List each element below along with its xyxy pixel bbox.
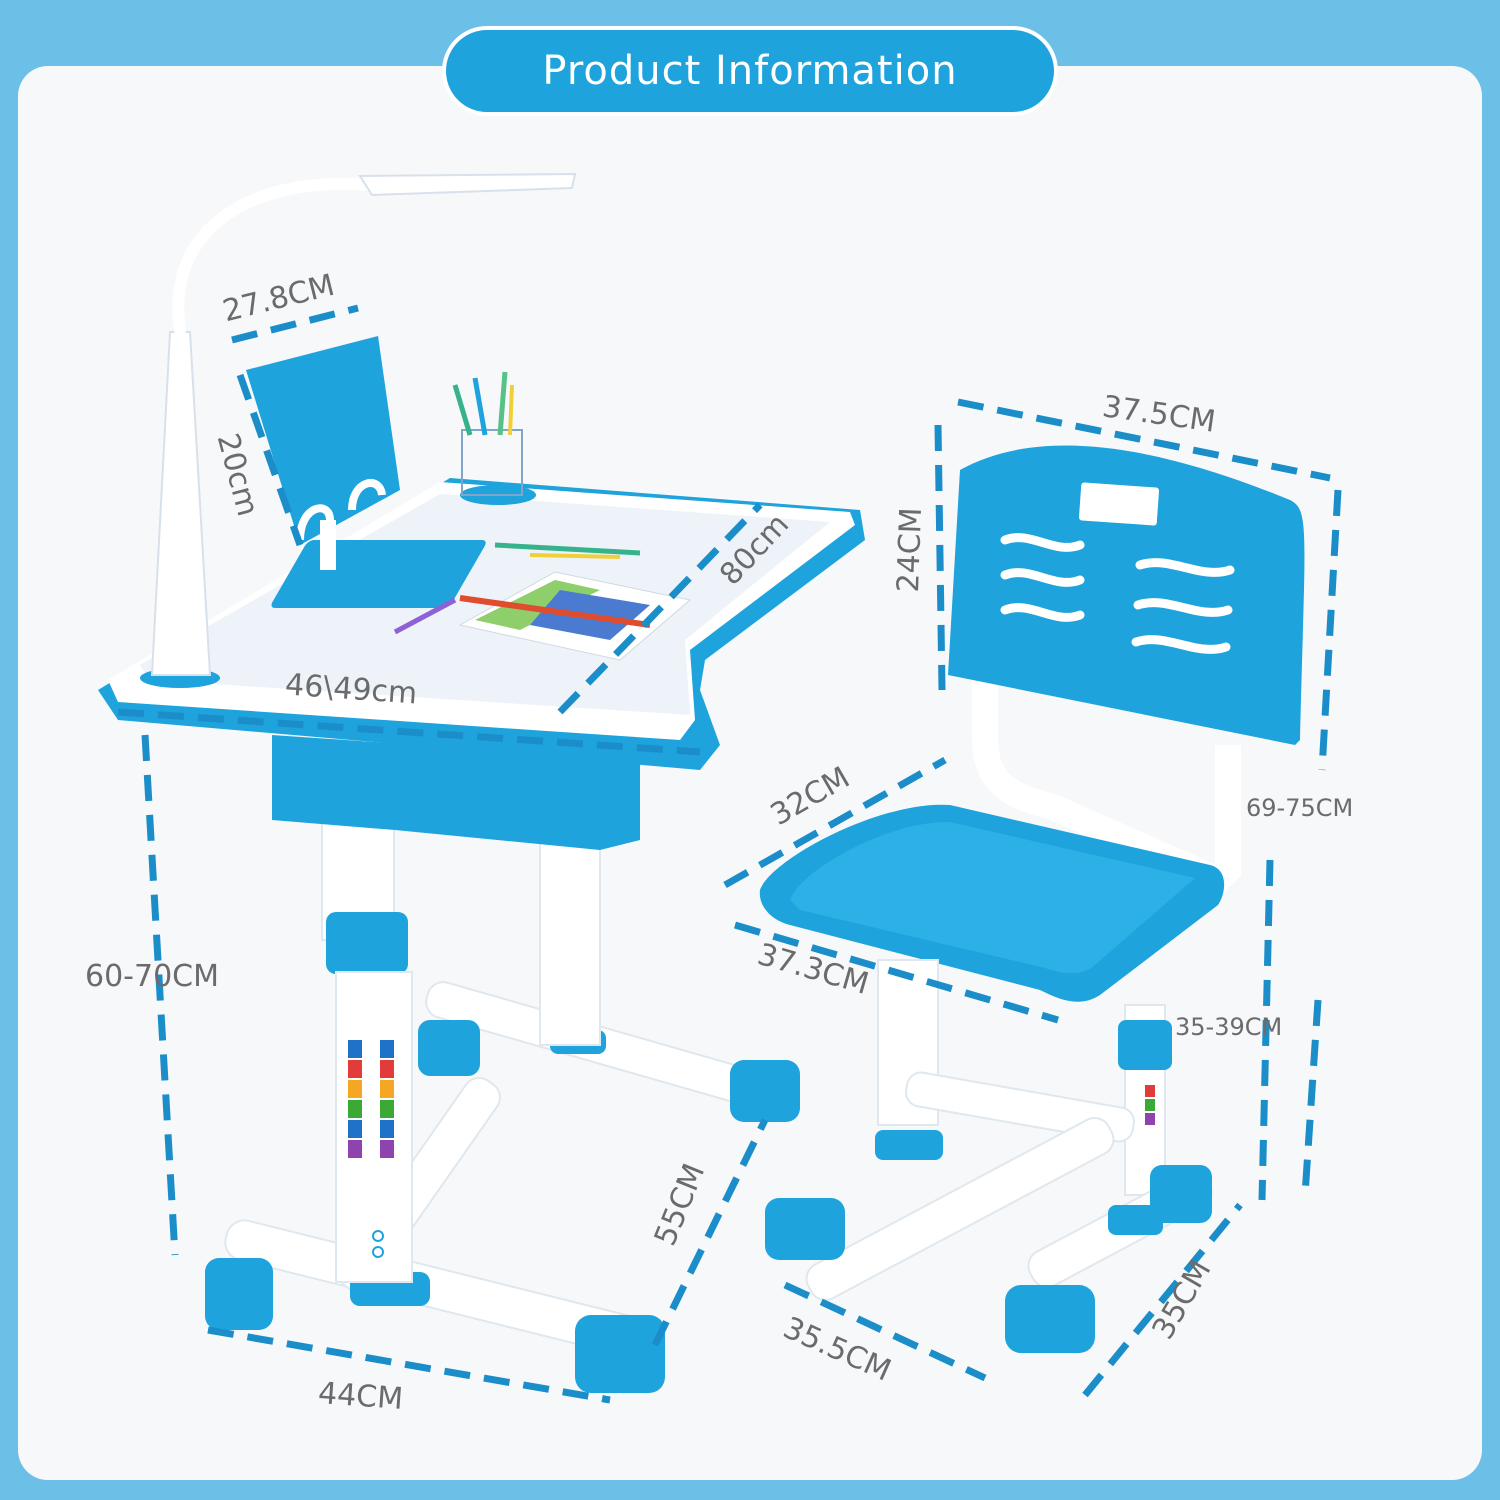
desk-drawer — [272, 735, 640, 850]
dim-line-desk-depth — [117, 708, 701, 756]
dim-line-desk-base-width — [207, 1326, 611, 1404]
seat-height-label: 35-39CM — [1175, 1013, 1283, 1041]
dim-line-chair-height-upper — [1318, 489, 1342, 771]
chair-illustration — [759, 445, 1305, 1353]
desk-illustration — [98, 172, 865, 1393]
page-title: Product Information — [442, 26, 1058, 116]
dim-line-seat-depth — [723, 756, 947, 889]
dim-line-backrest-height — [934, 424, 946, 691]
desk-depth-label: 46\49cm — [283, 667, 419, 712]
dim-line-desk-width — [557, 502, 763, 715]
desk-top — [98, 371, 865, 770]
backrest-height-label: 24CM — [891, 506, 929, 594]
desk-base-width-label: 44CM — [316, 1376, 405, 1417]
chair-backrest — [948, 445, 1305, 745]
dim-line-desk-base-depth — [651, 1118, 769, 1347]
desk-base — [205, 981, 800, 1393]
dim-line-chair-height-lower — [1301, 999, 1322, 1196]
dim-line-book-height — [236, 373, 304, 547]
dim-line-book-width — [231, 304, 359, 344]
desk-height-label: 60-70CM — [85, 959, 220, 994]
page-title-text: Product Information — [542, 48, 958, 94]
dim-line-seat-height — [1258, 859, 1274, 1201]
dim-line-seat-width — [734, 921, 1059, 1024]
dim-line-chair-base-width — [783, 1281, 987, 1382]
dim-line-desk-height — [141, 734, 179, 1256]
chair-total-height-label: 69-75CM — [1246, 794, 1354, 822]
dimension-lines — [117, 304, 1342, 1404]
dim-line-chair-base-depth — [1082, 1202, 1243, 1398]
dim-line-backrest-width — [957, 398, 1331, 482]
height-chart-sticker — [348, 1040, 394, 1158]
desk-lamp — [150, 172, 577, 676]
